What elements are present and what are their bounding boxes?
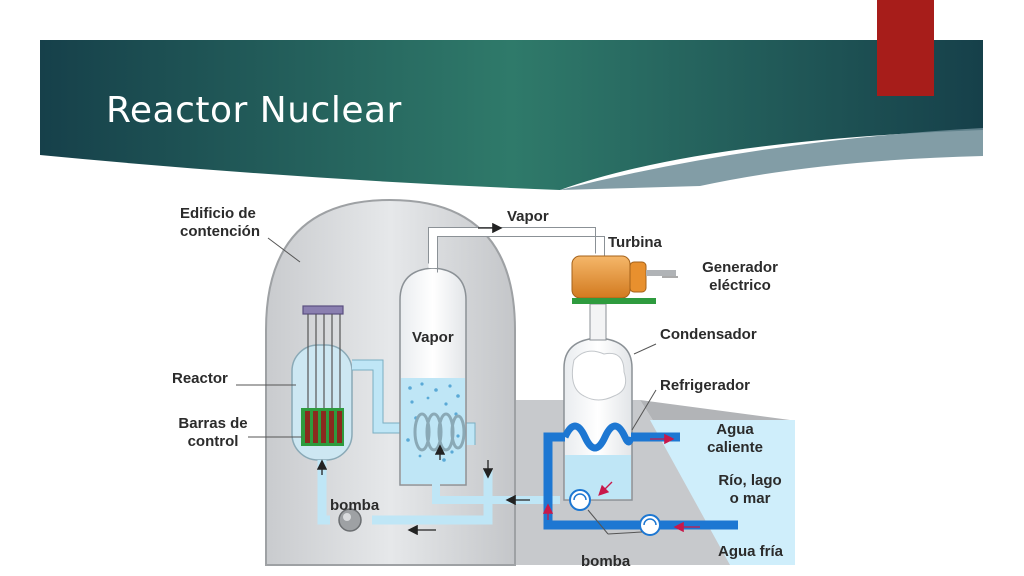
turbine-exhaust-pipe: [589, 303, 607, 341]
title-banner: [40, 40, 983, 190]
slide-title: Reactor Nuclear: [106, 90, 402, 131]
steam-pipe: [428, 227, 605, 268]
label-pump-outer: bomba: [581, 553, 631, 570]
label-refrigerator: Refrigerador: [660, 377, 751, 394]
label-containment: Edificio de contención: [180, 205, 261, 240]
control-rod-drives: [302, 305, 344, 408]
label-river: Río, lago o mar: [718, 472, 782, 507]
primary-loop: [317, 360, 493, 525]
accent-tab: [877, 0, 934, 96]
river-water: [650, 420, 795, 565]
cooling-coil: [561, 422, 635, 452]
flow-arrows: [316, 222, 700, 536]
label-generator: Generador eléctrico: [702, 259, 778, 294]
label-turbine: Turbina: [608, 234, 662, 251]
label-control-rods: Barras de control: [178, 415, 248, 450]
leader-lines: [236, 237, 678, 535]
control-rods: [301, 408, 344, 446]
label-vapor-pipe: Vapor: [507, 208, 549, 225]
label-hot-water: Agua caliente: [707, 421, 763, 456]
label-cold-water: Agua fría: [718, 543, 784, 560]
label-condenser: Condensador: [660, 326, 757, 343]
label-pump-inner: bomba: [330, 497, 380, 514]
label-vapor-tank: Vapor: [412, 329, 454, 346]
steam-generator: [399, 267, 467, 486]
cooling-pump: [639, 514, 661, 536]
primary-pump: [338, 508, 362, 532]
condensate-pump: [569, 489, 591, 511]
label-reactor: Reactor: [172, 370, 228, 387]
condenser-tank: [563, 337, 633, 501]
turbine: [571, 255, 676, 304]
